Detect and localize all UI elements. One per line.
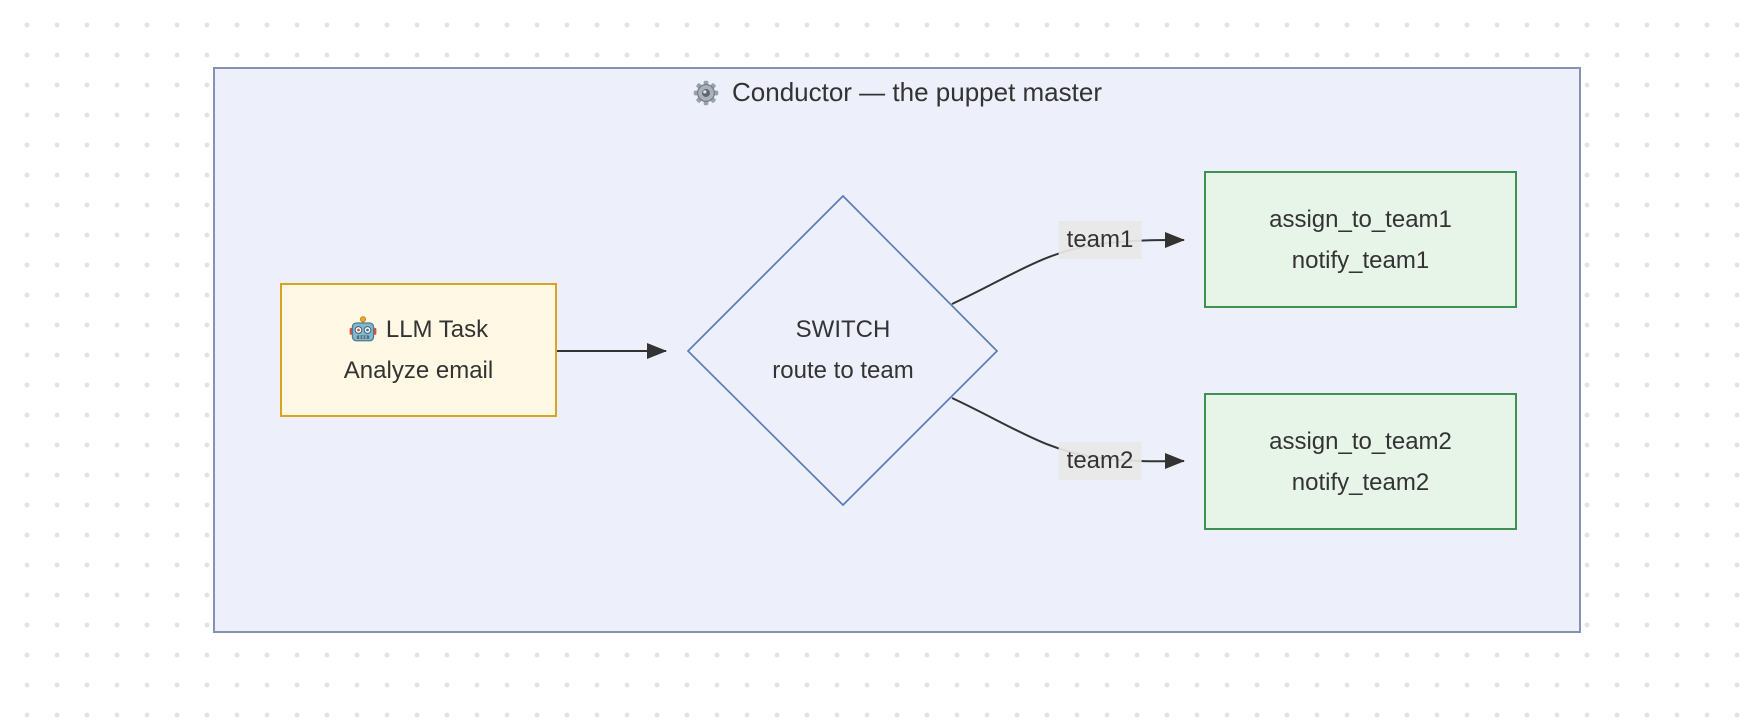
subgraph-title: Conductor — the puppet master	[215, 77, 1579, 108]
switch-title: SWITCH	[795, 316, 891, 343]
team1-action-2: notify_team1	[1291, 246, 1430, 274]
node-llm-task[interactable]: LLM Task Analyze email	[280, 283, 557, 417]
subgraph-title-text: Conductor — the puppet master	[732, 77, 1102, 107]
llm-task-title: LLM Task	[385, 316, 489, 343]
gear-icon	[692, 79, 720, 107]
team1-action-1: assign_to_team1	[1269, 205, 1452, 233]
team2-action-2: notify_team2	[1291, 468, 1430, 496]
edge-label-team2: team2	[1058, 442, 1142, 480]
team2-action-1: assign_to_team2	[1269, 427, 1452, 455]
node-team1-actions[interactable]: assign_to_team1 notify_team1	[1204, 171, 1517, 308]
edge-label-team1: team1	[1058, 221, 1142, 259]
node-switch-label: SWITCH route to team	[703, 309, 983, 391]
switch-subtitle: route to team	[772, 357, 914, 384]
llm-task-subtitle: Analyze email	[343, 357, 494, 384]
llm-task-title-line: LLM Task	[349, 309, 488, 350]
robot-icon	[349, 315, 377, 344]
node-team2-actions[interactable]: assign_to_team2 notify_team2	[1204, 393, 1517, 530]
